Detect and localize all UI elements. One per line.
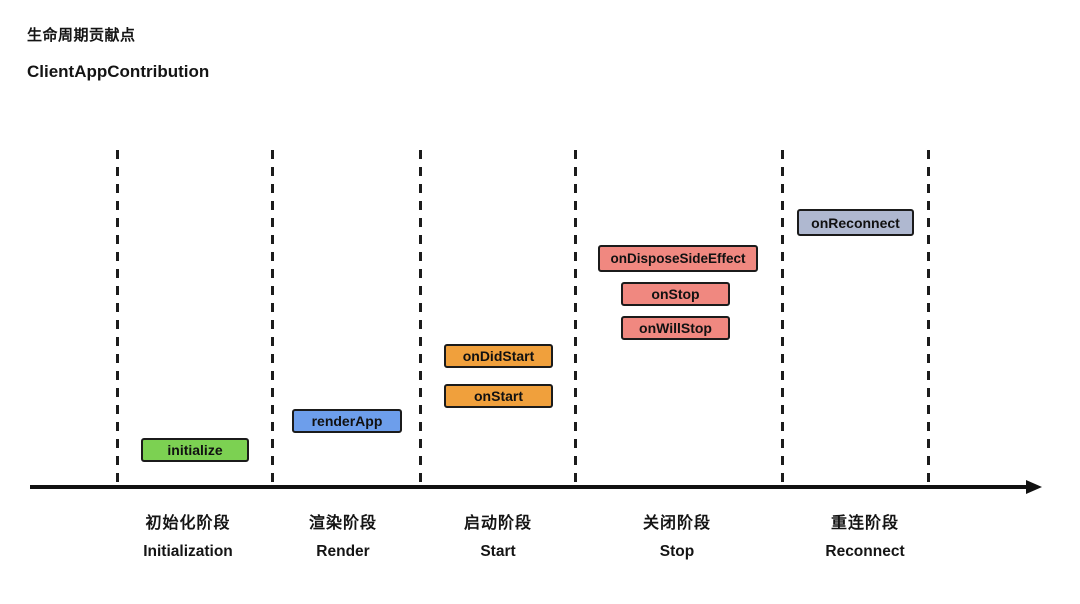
page-subtitle: ClientAppContribution	[27, 62, 210, 81]
timeline-axis	[30, 485, 1030, 489]
phase-label-zh: 关闭阶段	[642, 515, 712, 532]
phase-label-initialization: 初始化阶段 Initialization	[143, 509, 233, 561]
phase-divider-2	[271, 150, 274, 483]
phase-label-en: Reconnect	[825, 543, 905, 560]
lifecycle-box-onstart: onStart	[444, 384, 553, 408]
phase-divider-4	[574, 150, 577, 483]
phase-label-zh: 渲染阶段	[308, 515, 378, 532]
phase-divider-5	[781, 150, 784, 483]
phase-label-stop: 关闭阶段 Stop	[643, 509, 711, 561]
page-title: 生命周期贡献点	[27, 27, 136, 44]
lifecycle-box-initialize: initialize	[141, 438, 249, 462]
phase-label-zh: 初始化阶段	[145, 515, 231, 532]
lifecycle-box-onreconnect: onReconnect	[797, 209, 914, 236]
phase-label-zh: 重连阶段	[830, 515, 899, 532]
phase-label-en: Initialization	[143, 543, 233, 560]
phase-divider-3	[419, 150, 422, 483]
timeline-arrowhead-icon	[1026, 479, 1042, 494]
phase-divider-6	[927, 150, 930, 483]
phase-label-reconnect: 重连阶段 Reconnect	[825, 509, 904, 561]
lifecycle-box-ondidstart: onDidStart	[444, 344, 553, 368]
phase-label-zh: 启动阶段	[463, 515, 533, 532]
lifecycle-box-onwillstop: onWillStop	[621, 316, 730, 340]
phase-divider-1	[116, 150, 119, 483]
lifecycle-box-onstop: onStop	[621, 282, 730, 306]
phase-label-en: Render	[316, 543, 370, 560]
lifecycle-box-ondisposesideeffect: onDisposeSideEffect	[598, 245, 758, 272]
phase-label-en: Start	[480, 543, 516, 560]
lifecycle-box-renderapp: renderApp	[292, 409, 402, 433]
phase-label-en: Stop	[659, 543, 695, 560]
phase-label-start: 启动阶段 Start	[464, 509, 532, 561]
phase-label-render: 渲染阶段 Render	[309, 509, 377, 561]
